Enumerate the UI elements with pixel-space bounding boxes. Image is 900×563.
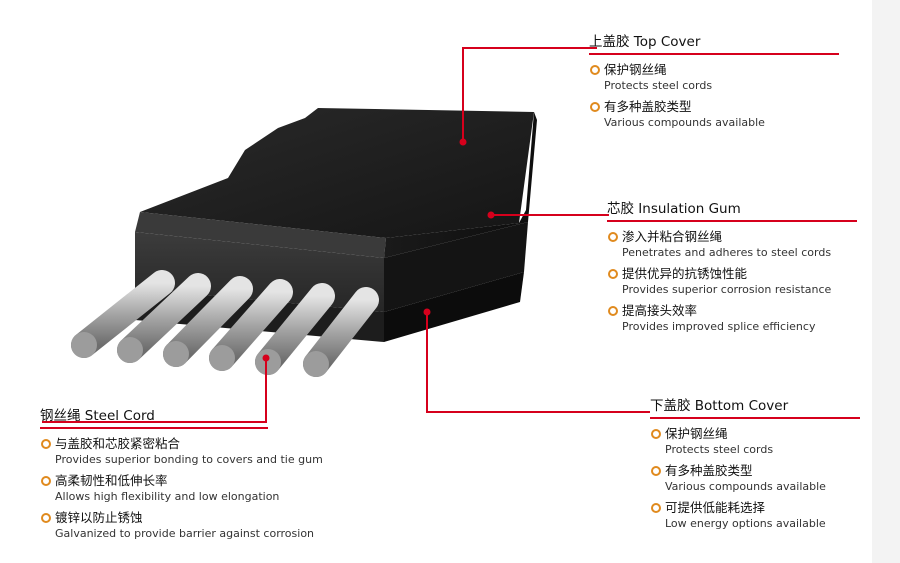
bullet-circle-icon: [608, 306, 618, 316]
list-item: 与盖胶和芯胶紧密粘合 Provides superior bonding to …: [40, 436, 330, 467]
steel-cable-2: [117, 273, 211, 363]
callout-title: 钢丝绳 Steel Cord: [40, 404, 268, 429]
bullet-circle-icon: [651, 503, 661, 513]
bullet-circle-icon: [651, 429, 661, 439]
list-item: 可提供低能耗选择 Low energy options available: [650, 500, 860, 531]
steel-cable-4: [209, 279, 293, 371]
bullet-circle-icon: [608, 269, 618, 279]
callout-title: 芯胶 Insulation Gum: [607, 197, 857, 222]
list-item: 提供优异的抗锈蚀性能 Provides superior corrosion r…: [607, 266, 857, 297]
list-item: 有多种盖胶类型 Various compounds available: [650, 463, 860, 494]
bullet-circle-icon: [651, 466, 661, 476]
leader-lines: [42, 47, 650, 423]
steel-cable-1: [71, 270, 175, 358]
steel-cable-3: [163, 276, 253, 367]
list-item: 有多种盖胶类型 Various compounds available: [589, 99, 839, 130]
steel-cable-5: [255, 283, 335, 375]
callout-title: 下盖胶 Bottom Cover: [650, 394, 860, 419]
top-cover-layer: [135, 108, 537, 258]
callout-bottom-cover: 下盖胶 Bottom Cover 保护钢丝绳 Protects steel co…: [650, 394, 860, 537]
steel-cable-6: [303, 287, 379, 377]
bullet-circle-icon: [41, 513, 51, 523]
callout-top-cover: 上盖胶 Top Cover 保护钢丝绳 Protects steel cords…: [589, 30, 839, 136]
list-item: 保护钢丝绳 Protects steel cords: [650, 426, 860, 457]
list-item: 高柔韧性和低伸长率 Allows high flexibility and lo…: [40, 473, 330, 504]
leader-line-steel-cord: [42, 358, 267, 423]
bullet-circle-icon: [41, 476, 51, 486]
steel-cords: [71, 270, 379, 377]
leader-line-top-cover: [462, 47, 597, 142]
list-item: 提高接头效率 Provides improved splice efficien…: [607, 303, 857, 334]
leader-line-bottom-cover: [426, 312, 650, 413]
leader-dots: [262, 138, 495, 362]
callout-title: 上盖胶 Top Cover: [589, 30, 839, 55]
bullet-circle-icon: [41, 439, 51, 449]
list-item: 保护钢丝绳 Protects steel cords: [589, 62, 839, 93]
bullet-circle-icon: [590, 65, 600, 75]
bullet-circle-icon: [590, 102, 600, 112]
page-edge-strip: [872, 0, 900, 563]
list-item: 渗入并粘合钢丝绳 Penetrates and adheres to steel…: [607, 229, 857, 260]
callout-steel-cord: 钢丝绳 Steel Cord 与盖胶和芯胶紧密粘合 Provides super…: [40, 404, 330, 547]
bullet-circle-icon: [608, 232, 618, 242]
callout-insulation-gum: 芯胶 Insulation Gum 渗入并粘合钢丝绳 Penetrates an…: [607, 197, 857, 340]
list-item: 镀锌以防止锈蚀 Galvanized to provide barrier ag…: [40, 510, 330, 541]
